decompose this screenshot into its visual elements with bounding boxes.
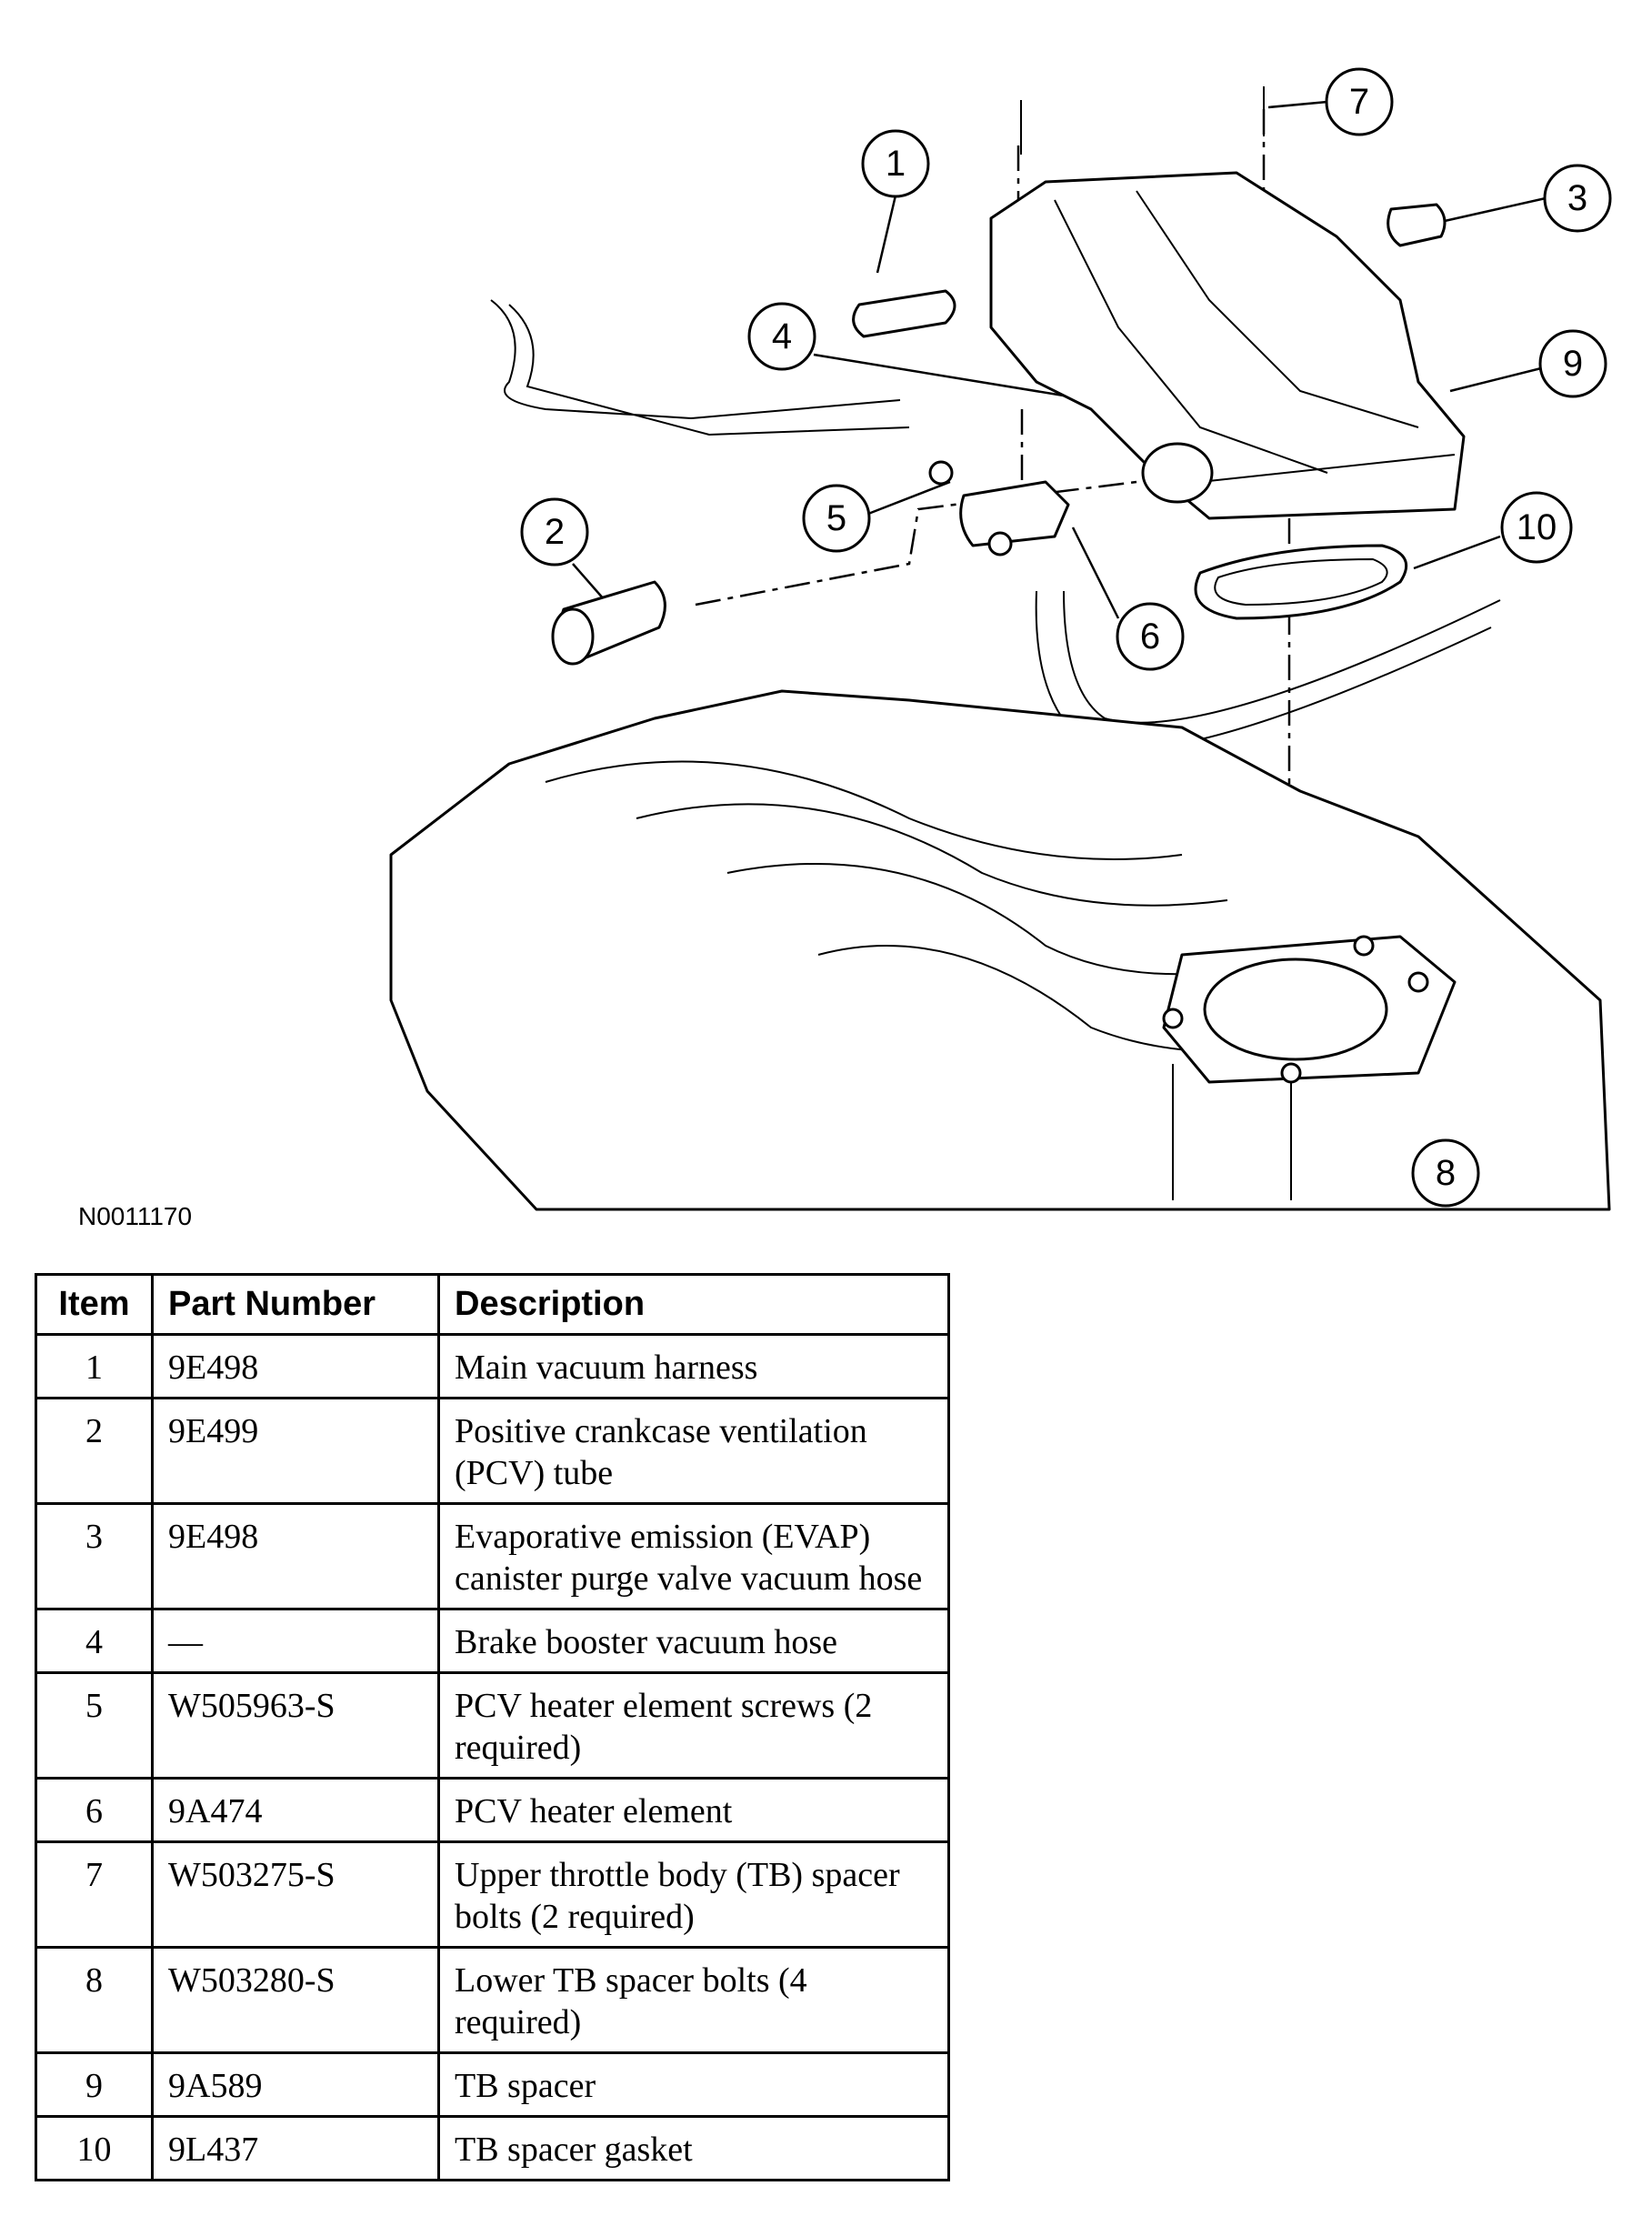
callout-3: 3 xyxy=(1543,164,1612,233)
description-cell: PCV heater element screws (2 required) xyxy=(437,1671,950,1780)
item-cell: 6 xyxy=(35,1777,154,1843)
callout-8: 8 xyxy=(1411,1138,1480,1208)
item-cell: 2 xyxy=(35,1397,154,1505)
svg-text:5: 5 xyxy=(826,498,846,538)
table-row: 4 — Brake booster vacuum hose xyxy=(35,1608,950,1674)
tb-spacer-gasket-drawing xyxy=(1194,544,1408,620)
part-number-cell: 9E498 xyxy=(151,1502,440,1610)
item-cell: 4 xyxy=(35,1608,154,1674)
item-cell: 3 xyxy=(35,1502,154,1610)
svg-text:1: 1 xyxy=(886,144,906,184)
svg-text:6: 6 xyxy=(1140,617,1160,657)
part-number-cell: W503280-S xyxy=(151,1946,440,2054)
table-row: 3 9E498 Evaporative emission (EVAP) cani… xyxy=(35,1502,950,1610)
item-cell: 1 xyxy=(35,1333,154,1399)
svg-text:4: 4 xyxy=(772,316,792,356)
callout-1: 1 xyxy=(861,129,930,198)
description-cell: Main vacuum harness xyxy=(437,1333,950,1399)
description-cell: Upper throttle body (TB) spacer bolts (2… xyxy=(437,1840,950,1949)
description-cell: Lower TB spacer bolts (4 required) xyxy=(437,1946,950,2054)
table-row: 2 9E499 Positive crankcase ventilation (… xyxy=(35,1397,950,1505)
svg-text:10: 10 xyxy=(1517,507,1557,547)
figure-id: N0011170 xyxy=(78,1202,193,1230)
header-part-number: Part Number xyxy=(151,1273,440,1336)
item-cell: 9 xyxy=(35,2051,154,2118)
description-cell: TB spacer gasket xyxy=(437,2115,950,2181)
table-row: 7 W503275-S Upper throttle body (TB) spa… xyxy=(35,1840,950,1949)
callout-10: 10 xyxy=(1500,491,1573,564)
description-cell: Evaporative emission (EVAP) canister pur… xyxy=(437,1502,950,1610)
table-row: 9 9A589 TB spacer xyxy=(35,2051,950,2118)
callout-5: 5 xyxy=(802,484,871,553)
item-cell: 10 xyxy=(35,2115,154,2181)
table-row: 5 W505963-S PCV heater element screws (2… xyxy=(35,1671,950,1780)
table-row: 6 9A474 PCV heater element xyxy=(35,1777,950,1843)
svg-text:9: 9 xyxy=(1563,344,1583,384)
svg-text:2: 2 xyxy=(545,512,565,552)
part-number-cell: W503275-S xyxy=(151,1840,440,1949)
svg-text:7: 7 xyxy=(1349,82,1369,122)
item-cell: 8 xyxy=(35,1946,154,2054)
svg-text:3: 3 xyxy=(1567,178,1587,218)
part-number-cell: 9L437 xyxy=(151,2115,440,2181)
item-cell: 7 xyxy=(35,1840,154,1949)
callout-9: 9 xyxy=(1538,329,1607,398)
tb-spacer-drawing xyxy=(989,171,1466,520)
callout-2: 2 xyxy=(520,497,589,567)
table-row: 1 9E498 Main vacuum harness xyxy=(35,1333,950,1399)
exploded-parts-diagram: 1 2 3 4 5 6 7 8 9 10 xyxy=(389,67,1612,1211)
header-description: Description xyxy=(437,1273,950,1336)
callout-6: 6 xyxy=(1116,602,1185,671)
description-cell: Positive crankcase ventilation (PCV) tub… xyxy=(437,1397,950,1505)
svg-text:8: 8 xyxy=(1436,1153,1456,1193)
part-number-cell: 9A589 xyxy=(151,2051,440,2118)
table-row: 10 9L437 TB spacer gasket xyxy=(35,2115,950,2181)
table-row: 8 W503280-S Lower TB spacer bolts (4 req… xyxy=(35,1946,950,2054)
callout-7: 7 xyxy=(1325,67,1394,136)
header-item: Item xyxy=(35,1273,154,1336)
description-cell: TB spacer xyxy=(437,2051,950,2118)
table-header-row: Item Part Number Description xyxy=(35,1273,950,1336)
part-number-cell: 9A474 xyxy=(151,1777,440,1843)
intake-manifold-drawing xyxy=(389,689,1611,1211)
part-number-cell: 9E499 xyxy=(151,1397,440,1505)
item-cell: 5 xyxy=(35,1671,154,1780)
description-cell: PCV heater element xyxy=(437,1777,950,1843)
callout-4: 4 xyxy=(747,302,816,371)
small-parts-drawings xyxy=(551,86,1447,666)
part-number-cell: — xyxy=(151,1608,440,1674)
part-number-cell: 9E498 xyxy=(151,1333,440,1399)
description-cell: Brake booster vacuum hose xyxy=(437,1608,950,1674)
parts-table: Item Part Number Description 1 9E498 Mai… xyxy=(35,1273,950,2181)
part-number-cell: W505963-S xyxy=(151,1671,440,1780)
